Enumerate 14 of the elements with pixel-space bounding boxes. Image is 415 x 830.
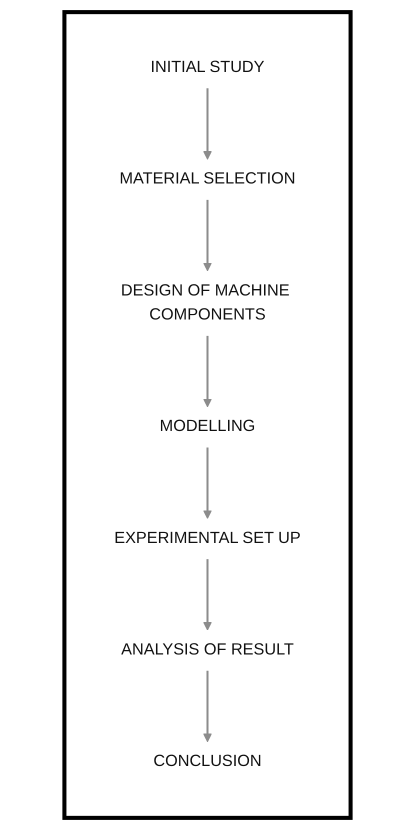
- arrow: [203, 200, 212, 272]
- node-text: MATERIAL SELECTION: [120, 170, 296, 188]
- node-text: CONCLUSION: [153, 752, 262, 770]
- arrow: [203, 447, 212, 519]
- arrow: [203, 336, 212, 408]
- cluster: [62, 10, 353, 820]
- node-text: INITIAL STUDY: [150, 58, 264, 76]
- node-text: ANALYSIS OF RESULT: [121, 641, 294, 659]
- arrow: [203, 88, 212, 160]
- node-text: MODELLING: [160, 418, 256, 436]
- node-text: EXPERIMENTAL SET UP: [114, 530, 301, 547]
- node-text: DESIGN OF MACHINE COMPONENTS: [120, 282, 290, 324]
- arrow: [203, 559, 212, 631]
- arrow: [203, 670, 212, 742]
